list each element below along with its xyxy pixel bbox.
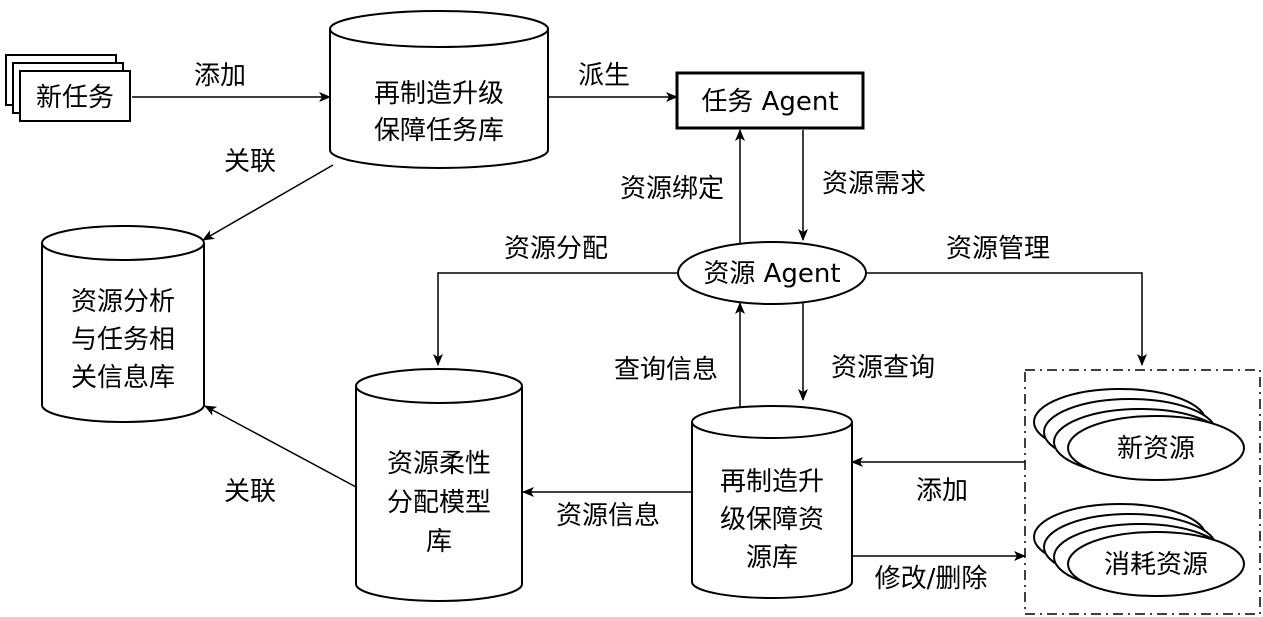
task-agent-label: 任务 Agent [701,87,838,117]
flexible-allocation-database: 资源柔性 分配模型 库 [355,368,523,602]
resource-agent-label: 资源 Agent [703,259,840,289]
label-query-info: 查询信息 [614,355,718,385]
consumed-resource-node: 消耗资源 [1033,503,1245,597]
arrow-resource-manage [866,272,1147,366]
new-task-node: 新任务 [5,54,131,122]
resource-agent-node: 资源 Agent [677,241,867,305]
task-db-label-line2: 保障任务库 [374,116,504,146]
consumed-resource-label: 消耗资源 [1104,550,1208,580]
label-resource-manage: 资源管理 [946,234,1050,264]
task-agent-node: 任务 Agent [675,71,865,130]
label-resource-demand: 资源需求 [822,169,926,199]
connectors [132,92,1147,561]
label-associate-top: 关联 [224,147,276,177]
resource-database: 再制造升 级保障资 源库 [691,405,853,599]
resource-db-label-line2: 级保障资 [720,505,824,535]
label-resource-bind: 资源绑定 [620,174,724,204]
analysis-db-label-line1: 资源分析 [71,287,175,317]
resource-db-label-line1: 再制造升 [720,467,824,497]
label-resource-allocate: 资源分配 [504,234,608,264]
new-task-label: 新任务 [36,83,114,113]
label-resource-info: 资源信息 [556,501,660,531]
analysis-db-label-line2: 与任务相 [71,325,175,355]
new-resource-node: 新资源 [1033,388,1245,481]
label-resource-query: 资源查询 [831,353,935,383]
task-db-label-line1: 再制造升级 [374,79,504,109]
arrow-associate-bottom [204,405,357,488]
flex-db-label-line2: 分配模型 [387,488,491,518]
label-associate-bottom: 关联 [224,477,276,507]
analysis-database: 资源分析 与任务相 关信息库 [41,225,205,423]
edge-labels: 添加 派生 关联 资源绑定 资源需求 资源分配 资源管理 查询信息 资源查询 关… [194,61,1050,594]
arrow-resource-allocate [433,272,678,366]
new-resource-label: 新资源 [1117,434,1195,464]
arrow-associate-top [202,164,334,241]
label-add-resource: 添加 [916,476,968,506]
resource-db-label-line3: 源库 [746,543,798,573]
task-database: 再制造升级 保障任务库 [329,10,549,169]
label-modify-delete: 修改/删除 [875,564,988,594]
flex-db-label-line3: 库 [426,527,452,557]
flex-db-label-line1: 资源柔性 [387,449,491,479]
label-derive: 派生 [578,61,630,91]
analysis-db-label-line3: 关信息库 [71,363,175,393]
label-add-task: 添加 [194,61,246,91]
resource-pool-group: 新资源 消耗资源 [1024,369,1261,615]
